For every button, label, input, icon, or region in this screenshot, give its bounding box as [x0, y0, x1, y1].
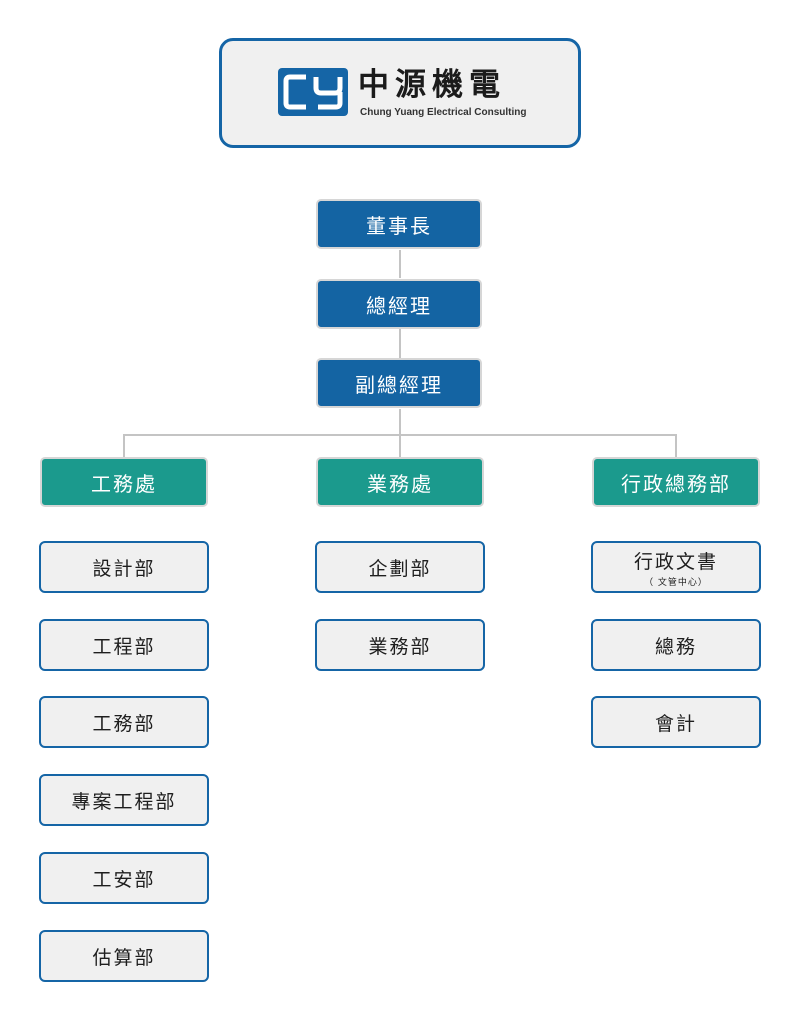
department-label: 工務部	[92, 712, 156, 735]
department-label: 業務部	[368, 635, 432, 658]
cy-logo-icon	[278, 68, 348, 116]
department-box: 估算部	[39, 930, 209, 982]
department-box: 企劃部	[315, 541, 485, 593]
connector-line	[399, 329, 401, 358]
department-box: 行政文書 （ 文管中心）	[591, 541, 761, 593]
department-label: 專案工程部	[71, 790, 177, 813]
division-label: 行政總務部	[621, 471, 731, 496]
chairman-label: 董事長	[366, 213, 432, 238]
connector-line	[399, 250, 401, 278]
department-label: 估算部	[92, 946, 156, 969]
department-box: 工程部	[39, 619, 209, 671]
company-logo-card: 中源機電 Chung Yuang Electrical Consulting	[219, 38, 581, 148]
connector-line	[675, 434, 677, 457]
general-manager-box: 總經理	[316, 279, 482, 329]
department-box: 工務部	[39, 696, 209, 748]
general-manager-label: 總經理	[366, 293, 432, 318]
department-box: 總務	[591, 619, 761, 671]
department-box: 業務部	[315, 619, 485, 671]
deputy-general-manager-box: 副總經理	[316, 358, 482, 408]
admin-division-box: 行政總務部	[592, 457, 760, 507]
division-label: 工務處	[91, 471, 157, 496]
connector-line	[123, 434, 125, 457]
department-box: 專案工程部	[39, 774, 209, 826]
company-name-english: Chung Yuang Electrical Consulting	[360, 107, 527, 118]
connector-line	[399, 409, 401, 457]
department-box: 工安部	[39, 852, 209, 904]
department-label: 行政文書	[633, 550, 718, 573]
department-label: 總務	[654, 635, 697, 658]
connector-line	[123, 434, 677, 436]
company-name: 中源機電	[358, 67, 506, 103]
department-box: 會計	[591, 696, 761, 748]
engineering-division-box: 工務處	[40, 457, 208, 507]
department-box: 設計部	[39, 541, 209, 593]
department-note: （ 文管中心）	[644, 577, 708, 588]
department-label: 工程部	[92, 635, 156, 658]
chairman-box: 董事長	[316, 199, 482, 249]
department-label: 工安部	[92, 868, 156, 891]
department-label: 企劃部	[368, 557, 432, 580]
department-label: 設計部	[92, 557, 156, 580]
business-division-box: 業務處	[316, 457, 484, 507]
department-label: 會計	[654, 712, 697, 735]
division-label: 業務處	[367, 471, 433, 496]
deputy-general-manager-label: 副總經理	[355, 372, 443, 397]
